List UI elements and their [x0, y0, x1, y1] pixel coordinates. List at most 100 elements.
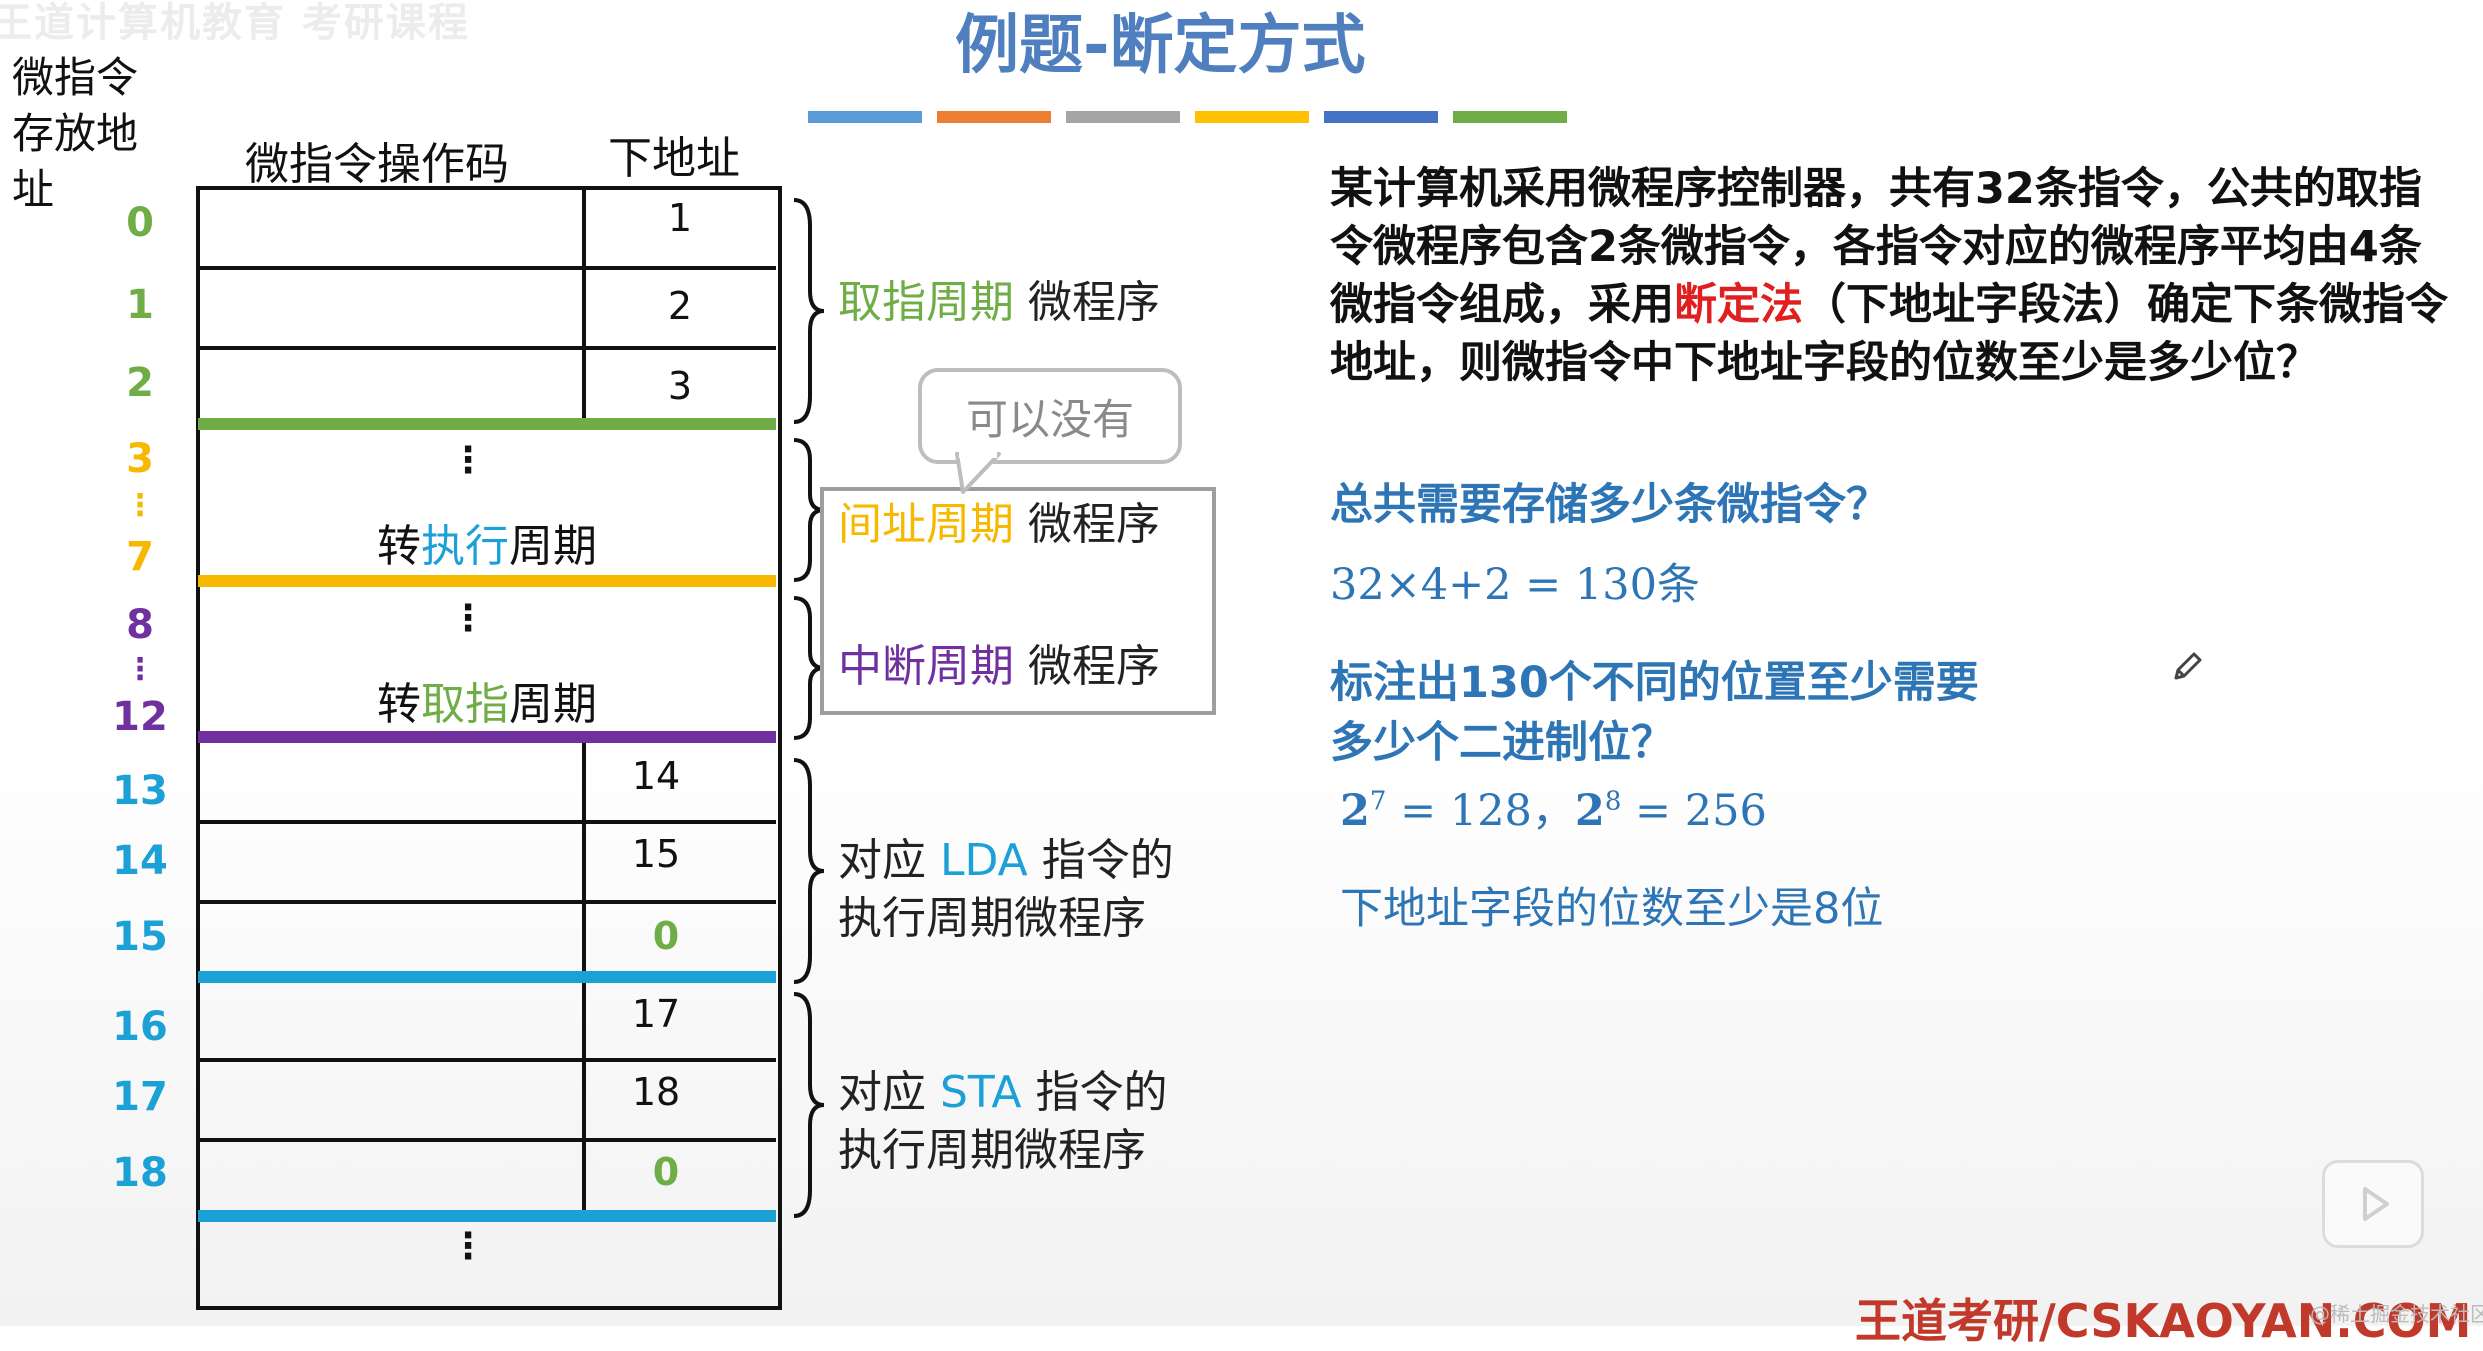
row-line: [198, 1058, 776, 1062]
callout-optional: 可以没有: [918, 368, 1182, 464]
address-0: 0: [126, 200, 154, 246]
opcode-column-header: 微指令操作码: [245, 139, 509, 190]
answer-2-exponent-1: 7: [1369, 786, 1387, 817]
brace-lda: [793, 758, 825, 984]
title-bar-4: [1195, 111, 1309, 123]
answer-2-middle: = 128，: [1386, 786, 1575, 836]
address-16: 16: [112, 1004, 168, 1050]
question-text: 某计算机采用微程序控制器，共有32条指令，公共的取指令微程序包含2条微指令，各指…: [1330, 160, 2450, 392]
addr-header-line-3: 址: [12, 165, 55, 214]
row-line: [198, 266, 776, 270]
separator-indirect-end: [198, 575, 776, 587]
next-address-16: 17: [631, 992, 681, 1036]
question-highlight: 断定法: [1674, 280, 1803, 330]
brace-indirect: [793, 438, 825, 582]
address-1: 1: [126, 282, 154, 328]
row-line: [198, 900, 776, 904]
addr-header-line-1: 微指令: [12, 53, 139, 102]
question-part-1: 某计算机采用微程序控制器，共有32条指令，公共的取指令微程序包含2条微指令，各指…: [1330, 164, 2422, 330]
next-address-column-header: 下地址: [608, 133, 740, 184]
title-bar-1: [808, 111, 922, 123]
address-15: 15: [112, 914, 168, 960]
title-bar-6: [1453, 111, 1567, 123]
label-lda-line2: 执行周期微程序: [838, 893, 1146, 944]
addr-header-line-2: 存放地: [12, 109, 139, 158]
brace-fetch: [793, 198, 825, 424]
brace-interrupt: [793, 596, 825, 740]
answer-2: 27 = 128，28 = 256: [1340, 776, 1767, 838]
ellipsis-bottom: ⋮: [450, 1226, 486, 1267]
column-divider-lda: [582, 742, 586, 974]
label-lda-instruction: LDA: [940, 835, 1028, 886]
jump-exec-highlight: 执行: [421, 521, 509, 572]
row-line: [198, 346, 776, 350]
brace-sta: [793, 992, 825, 1218]
column-divider-sta: [582, 980, 586, 1214]
sub-question-2-line-2: 多少个二进制位？: [1330, 718, 1674, 768]
label-fetch-microprogram: 取指周期 微程序: [838, 274, 1160, 332]
next-address-17: 18: [631, 1070, 681, 1114]
top-watermark: 王道计算机教育 考研课程: [0, 0, 470, 46]
sub-question-2-line-1: 标注出130个不同的位置至少需要: [1330, 658, 1979, 708]
answer-2-base-2: 2: [1574, 786, 1605, 836]
page-title: 例题-断定方式: [955, 9, 1366, 83]
address-13: 13: [112, 768, 168, 814]
next-address-1: 2: [667, 284, 693, 328]
next-address-15: 0: [652, 914, 680, 958]
label-indirect-microprogram: 间址周期 微程序: [838, 496, 1160, 554]
label-fetch-rest: 微程序: [1014, 277, 1160, 328]
label-interrupt-colored: 中断周期: [838, 641, 1014, 692]
address-dots-8-12: ⋮: [125, 652, 155, 687]
answer-2-base-1: 2: [1340, 786, 1370, 836]
jump-exec-suffix: 周期: [509, 521, 597, 572]
answer-1: 32×4+2 = 130条: [1330, 560, 1700, 610]
label-interrupt-rest: 微程序: [1014, 641, 1160, 692]
play-button[interactable]: [2322, 1160, 2424, 1248]
label-sta-prefix: 对应: [838, 1067, 940, 1118]
address-3: 3: [126, 436, 154, 482]
answer-2-end: = 256: [1621, 786, 1767, 836]
microinstruction-table: [196, 186, 782, 1310]
row-line: [198, 820, 776, 824]
jump-exec-prefix: 转: [377, 521, 421, 572]
address-14: 14: [112, 838, 168, 884]
separator-fetch-end: [198, 418, 776, 430]
separator-lda-end: [198, 971, 776, 983]
title-bar-3: [1066, 111, 1180, 123]
ellipsis-indirect: ⋮: [450, 440, 486, 481]
separator-sta-end: [198, 1210, 776, 1222]
next-address-14: 15: [631, 832, 681, 876]
address-7: 7: [126, 534, 154, 580]
next-address-2: 3: [667, 364, 693, 408]
label-sta-execute-microprogram: 对应 STA 指令的 执行周期微程序: [838, 1064, 1168, 1180]
next-address-13: 14: [631, 754, 681, 798]
jump-fetch-suffix: 周期: [509, 679, 597, 730]
label-sta-instruction: STA: [940, 1067, 1022, 1118]
address-17: 17: [112, 1074, 168, 1120]
address-2: 2: [126, 360, 154, 406]
question-part-2: （下地址字段法）确定下条微指令地址，则微指令中下地址字段的位数至少是多少位？: [1330, 280, 2448, 388]
separator-interrupt-end: [198, 731, 776, 743]
optional-section-frame: [820, 487, 1216, 715]
label-indirect-rest: 微程序: [1014, 499, 1160, 550]
title-bar-5: [1324, 111, 1438, 123]
jump-fetch-highlight: 取指: [421, 679, 509, 730]
jump-to-execute-cycle: 转执行周期: [198, 510, 776, 574]
sub-question-1: 总共需要存储多少条微指令？: [1330, 480, 1889, 530]
address-column-header: 微指令 存放地 址: [12, 50, 138, 218]
answer-2-exponent-2: 8: [1604, 786, 1622, 817]
label-lda-prefix: 对应: [838, 835, 940, 886]
next-address-18: 0: [652, 1150, 680, 1194]
label-interrupt-microprogram: 中断周期 微程序: [838, 638, 1160, 696]
column-divider-fetch: [582, 188, 586, 420]
title-bar-2: [937, 111, 1051, 123]
label-fetch-colored: 取指周期: [838, 277, 1014, 328]
play-icon: [2363, 1187, 2389, 1221]
label-sta-suffix: 指令的: [1021, 1067, 1168, 1118]
row-line: [198, 1138, 776, 1142]
community-watermark: @稀土掘金技术社区: [2310, 1302, 2483, 1326]
ellipsis-interrupt: ⋮: [450, 598, 486, 639]
pencil-icon[interactable]: [2170, 648, 2206, 684]
jump-to-fetch-cycle: 转取指周期: [198, 668, 776, 732]
callout-pointer: [955, 452, 1001, 494]
